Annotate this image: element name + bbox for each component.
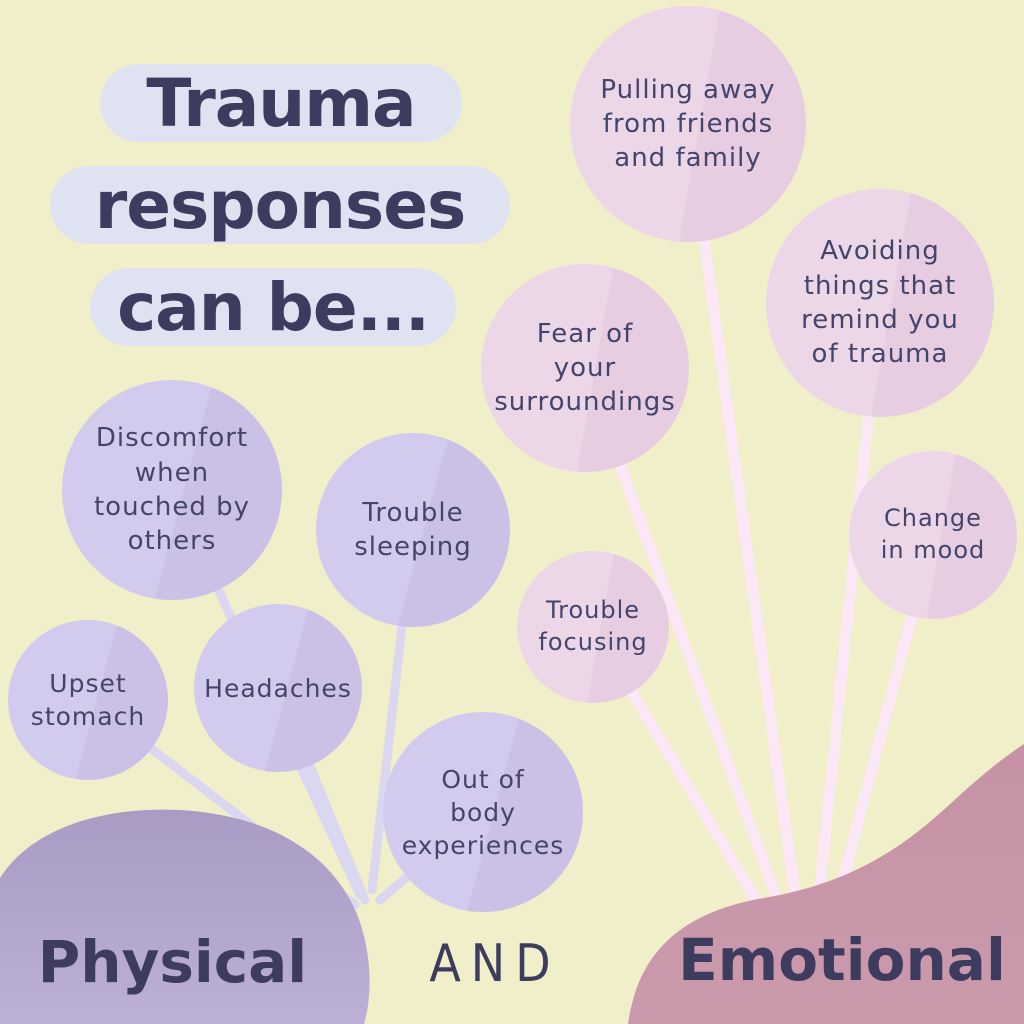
title-line-2: responses [50,166,510,244]
string-pulling-away [682,118,806,936]
balloon-trouble-sleeping: Trouble sleeping [316,433,510,627]
title-text-1: Trauma [146,64,416,142]
balloon-upset-stomach: Upset stomach [8,620,168,780]
title-text-3: can be... [117,268,430,346]
balloon-change-in-mood: Change in mood [849,451,1017,619]
connector-and: AND [429,932,561,994]
title-text-2: responses [94,166,466,244]
balloon-trouble-focusing: Trouble focusing [517,551,669,703]
balloon-discomfort-when-touched: Discomfort when touched by others [62,380,282,600]
balloon-fear-of-surroundings: Fear of your surroundings [481,264,689,472]
emotional-blob [628,744,1024,1024]
emotional-label: Emotional [678,926,1006,994]
title-line-1: Trauma [100,64,462,142]
physical-label: Physical [37,928,308,996]
balloon-headaches: Headaches [194,604,362,772]
physical-blob [0,809,370,1024]
balloon-avoiding-things: Avoiding things that remind you of traum… [766,189,994,417]
balloon-pulling-away: Pulling away from friends and family [570,6,806,242]
title-line-3: can be... [90,268,456,346]
balloon-out-of-body: Out of body experiences [383,712,583,912]
